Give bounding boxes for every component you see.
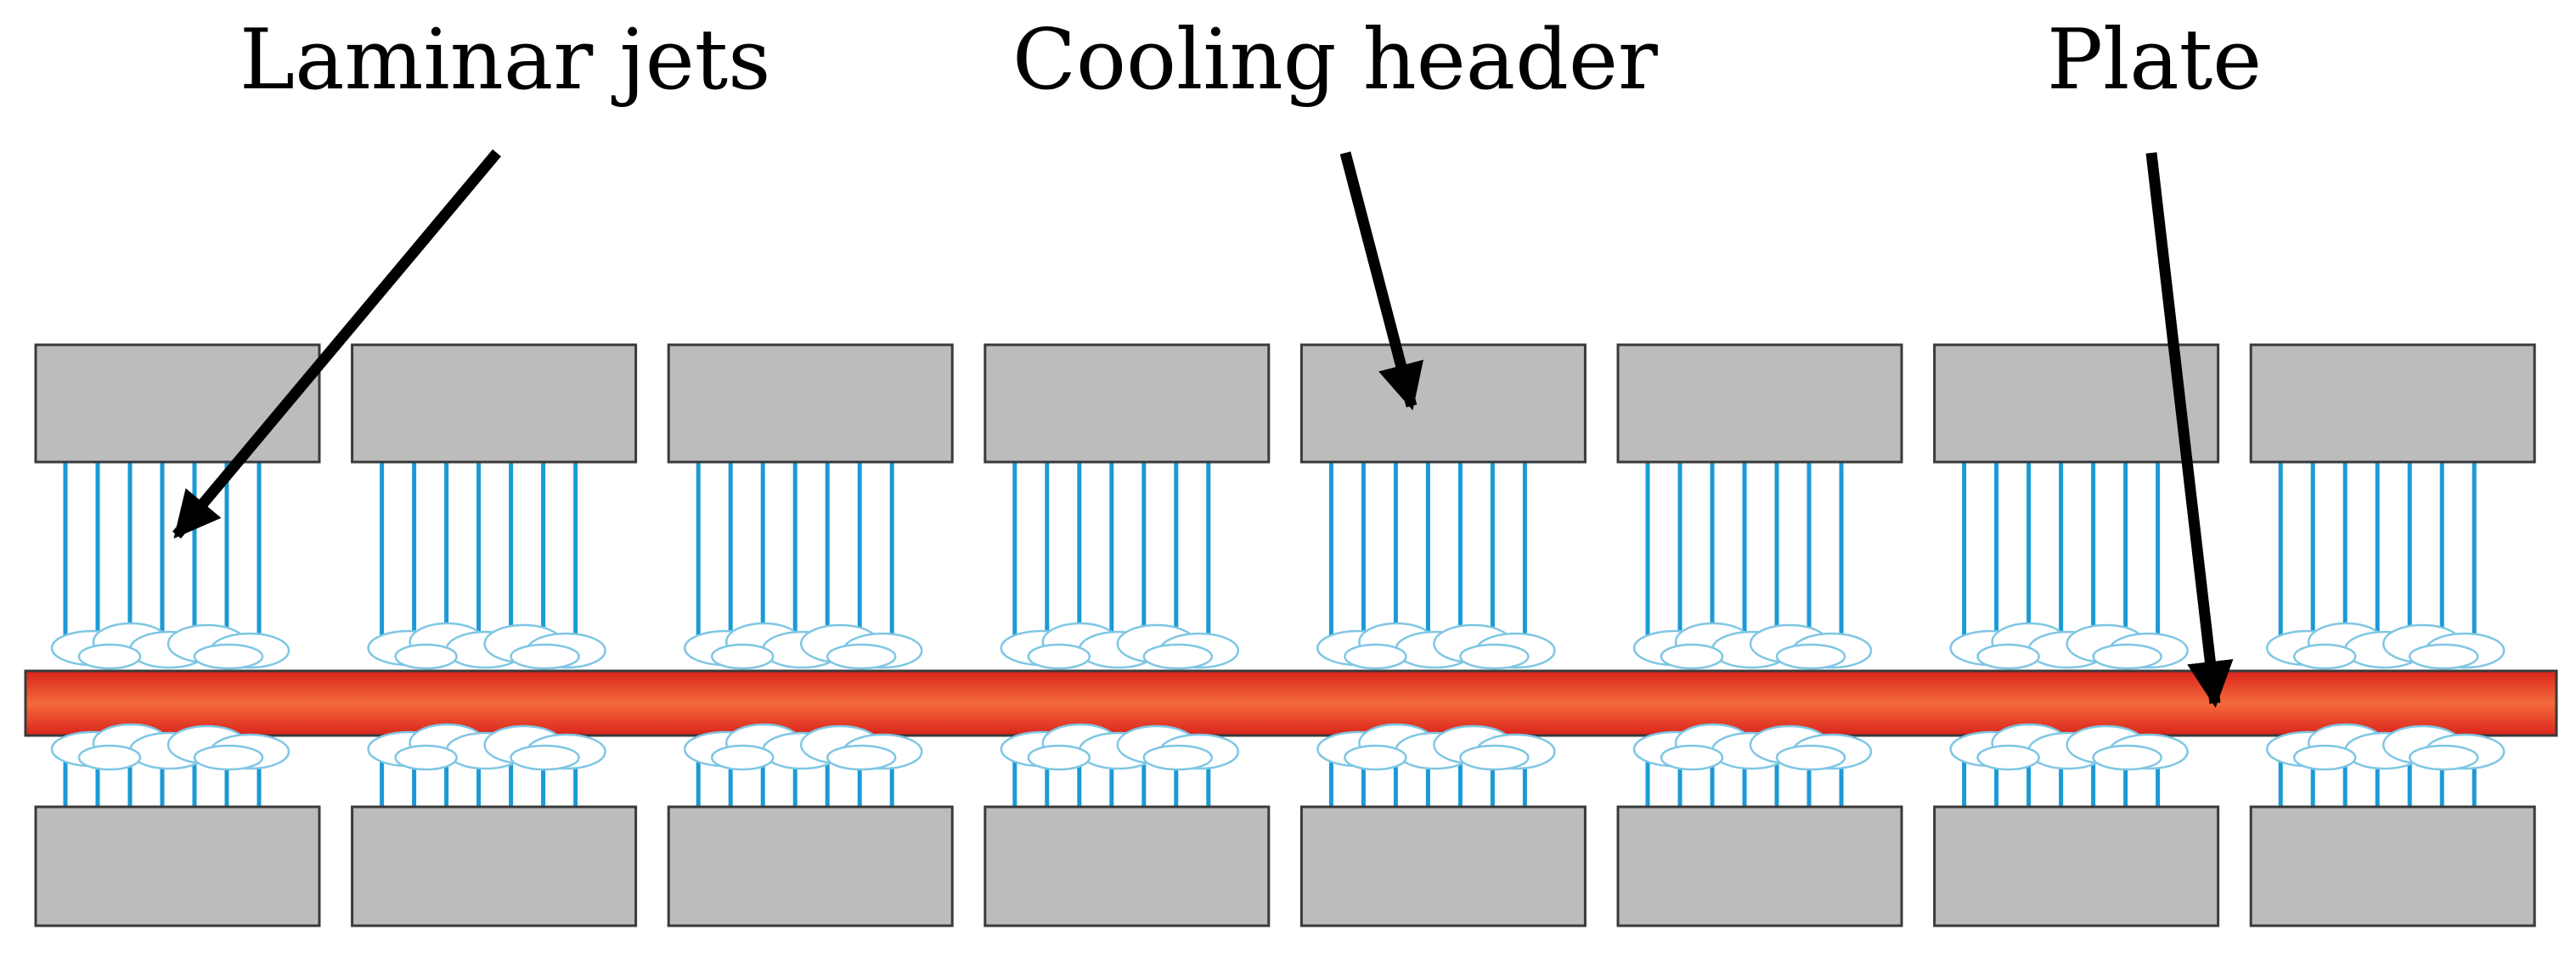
foam-bottom xyxy=(50,723,290,771)
foam-bubble xyxy=(710,643,775,670)
cooling-header-top xyxy=(2249,343,2536,464)
foam-top xyxy=(2265,622,2506,670)
foam-top xyxy=(1316,622,1556,670)
cooling-header-top xyxy=(1616,343,1903,464)
cooling-header-top xyxy=(1299,343,1587,464)
foam-bottom xyxy=(1316,723,1556,771)
foam-bubble xyxy=(1459,643,1530,670)
foam-bubble xyxy=(2292,643,2357,670)
foam-bubble xyxy=(1027,643,1091,670)
foam-top xyxy=(1632,622,1873,670)
foam-bubble xyxy=(2408,744,2479,771)
foam-bottom xyxy=(1949,723,2189,771)
foam-bubble xyxy=(2092,643,2162,670)
foam-bubble xyxy=(394,643,458,670)
foam-bubble xyxy=(2408,643,2479,670)
foam-bubble xyxy=(1775,744,1846,771)
foam-bubble xyxy=(193,643,264,670)
cooling-header-bottom xyxy=(667,805,954,927)
foam-bottom xyxy=(683,723,923,771)
cooling-header-bottom xyxy=(2249,805,2536,927)
foam-group xyxy=(50,622,2506,771)
plate-group xyxy=(24,669,2558,737)
cooling-header-top xyxy=(34,343,321,464)
cooling-header-bottom xyxy=(1933,805,2220,927)
plate-bar xyxy=(24,669,2558,737)
cooling-header-top xyxy=(984,343,1271,464)
foam-bubble xyxy=(1976,643,2040,670)
foam-bubble xyxy=(77,744,142,771)
foam-bubble xyxy=(1459,744,1530,771)
foam-top xyxy=(683,622,923,670)
foam-bubble xyxy=(1142,643,1214,670)
foam-bubble xyxy=(826,744,897,771)
foam-bubble xyxy=(510,643,580,670)
foam-bubble xyxy=(394,744,458,771)
arrow-to-cooling-header xyxy=(1339,151,1423,411)
cooling-header-top xyxy=(667,343,954,464)
foam-top xyxy=(1949,622,2189,670)
foam-bubble xyxy=(1027,744,1091,771)
foam-bubble xyxy=(1344,744,1407,771)
foam-bubble xyxy=(510,744,580,771)
pointer-arrows-group xyxy=(172,149,2234,708)
foam-bubble xyxy=(1976,744,2040,771)
foam-top xyxy=(1000,622,1240,670)
foam-bubble xyxy=(2092,744,2162,771)
foam-bottom xyxy=(1632,723,1873,771)
foam-bubble xyxy=(710,744,775,771)
foam-bubble xyxy=(1344,643,1407,670)
foam-bottom xyxy=(1000,723,1240,771)
foam-top xyxy=(367,622,606,670)
foam-bubble xyxy=(1660,643,1724,670)
foam-bottom xyxy=(367,723,606,771)
foam-bubble xyxy=(1660,744,1724,771)
foam-bubble xyxy=(193,744,264,771)
foam-bottom xyxy=(2265,723,2506,771)
cooling-header-bottom xyxy=(34,805,321,927)
cooling-header-top xyxy=(351,343,638,464)
arrow-to-plate xyxy=(2145,152,2234,708)
cooling-header-label: Cooling header xyxy=(1012,12,1658,109)
cooling-header-bottom xyxy=(1616,805,1903,927)
foam-bubble xyxy=(826,643,897,670)
cooling-headers-group xyxy=(34,343,2536,927)
cooling-header-bottom xyxy=(1299,805,1587,927)
laminar-jets-label: Laminar jets xyxy=(240,12,771,109)
foam-top xyxy=(50,622,290,670)
foam-bubble xyxy=(1775,643,1846,670)
cooling-header-bottom xyxy=(351,805,638,927)
foam-bubble xyxy=(2292,744,2357,771)
plate-label: Plate xyxy=(2047,12,2263,109)
cooling-header-bottom xyxy=(984,805,1271,927)
foam-bubble xyxy=(1142,744,1214,771)
foam-bubble xyxy=(77,643,142,670)
arrow-to-laminar-jets xyxy=(172,149,501,539)
